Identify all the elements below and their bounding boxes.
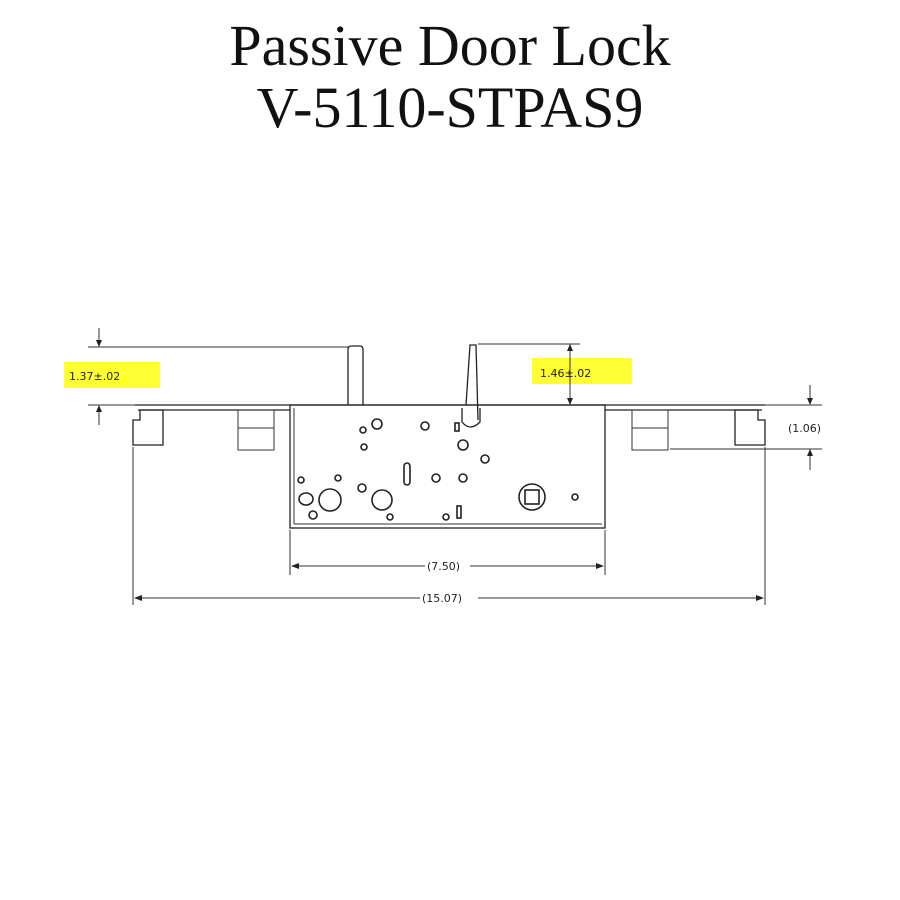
flange-depth-dimension: (1.06)	[670, 385, 822, 470]
right-lever	[465, 344, 479, 421]
faceplate	[132, 404, 766, 451]
left-lever	[347, 345, 364, 405]
highlight-right	[532, 358, 632, 384]
left-lever-height-label: 1.37±.02	[69, 370, 120, 383]
right-lever-height-label: 1.46±.02	[540, 367, 591, 380]
right-lever-dimension: 1.46±.02	[478, 343, 591, 405]
overall-length-dimension: (15.07)	[132, 447, 766, 605]
flange-depth-label: (1.06)	[788, 422, 821, 435]
highlight-left	[64, 362, 160, 388]
title-line-2: V-5110-STPAS9	[256, 75, 644, 140]
title-line-1: Passive Door Lock	[229, 13, 671, 78]
overall-length-label: (15.07)	[422, 592, 462, 605]
case-width-label: (7.50)	[427, 560, 460, 573]
lock-case	[289, 404, 606, 529]
right-lever-hook	[461, 408, 481, 428]
case-width-dimension: (7.50)	[289, 530, 606, 575]
left-lever-dimension: 1.37±.02	[69, 328, 348, 425]
